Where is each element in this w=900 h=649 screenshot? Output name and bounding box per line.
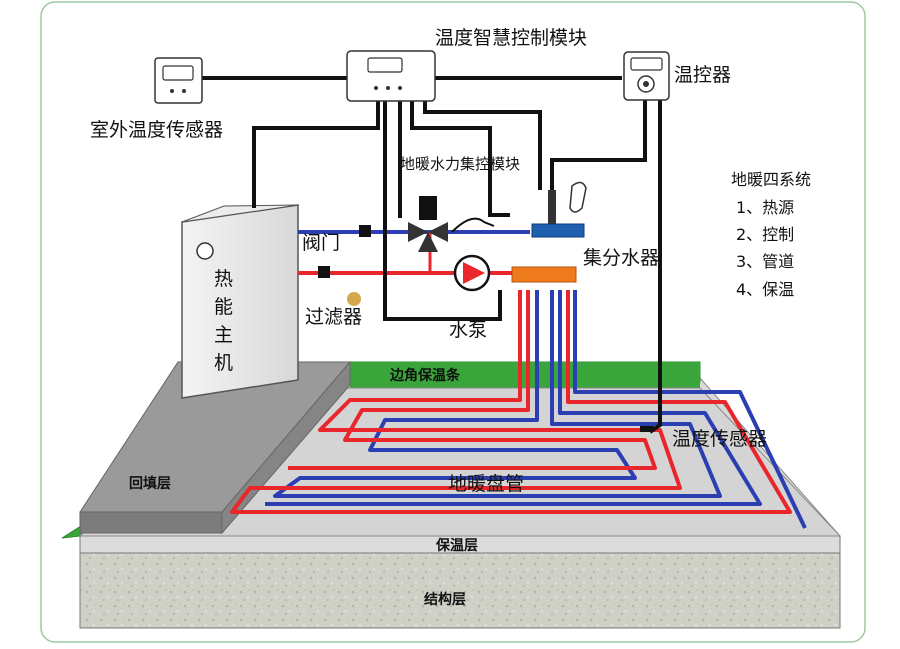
floor-heating-coils [230, 290, 807, 529]
wire-thermostat-manifold [550, 100, 647, 190]
legend-item-pipe: 3、管道 [736, 252, 794, 271]
manifold-return-bar [531, 223, 585, 238]
filter-label: 过滤器 [305, 306, 362, 328]
manifold-supply-bar [511, 266, 577, 283]
pump-label: 水泵 [449, 319, 487, 341]
heat-source-char-4: 机 [214, 352, 233, 374]
filter-dot [347, 292, 361, 306]
wire-manifold-sensor [423, 100, 542, 190]
heat-source-top [181, 204, 299, 223]
floor-pipe-label: 地暖盘管 [448, 473, 524, 495]
return-pipe-outer [265, 290, 762, 506]
filter-marker [318, 266, 330, 278]
supply-pipe-inner [288, 290, 657, 470]
manifold-sensor [548, 190, 556, 224]
heat-source-char-1: 热 [214, 268, 233, 290]
smart-control-module-device [346, 50, 436, 102]
heat-source-char-3: 主 [214, 324, 233, 346]
outdoor-sensor-device [154, 57, 203, 104]
supply-pipe-loop [230, 290, 792, 514]
structure-layer-label: 结构层 [424, 591, 466, 608]
backfill-block-front [79, 511, 223, 534]
thermostat-label: 温控器 [674, 64, 731, 86]
backfill-layer-label: 回填层 [129, 475, 171, 492]
return-pipe-edge [573, 290, 807, 529]
thermostat-device [623, 51, 670, 101]
outdoor-sensor-label: 室外温度传感器 [90, 119, 223, 141]
legend-item-control: 2、控制 [736, 225, 794, 244]
wire-heat-source [252, 100, 380, 208]
floor-sensor-label: 温度传感器 [672, 428, 767, 450]
structure-layer [79, 552, 841, 629]
heat-source-unit [181, 204, 299, 399]
manifold-label: 集分水器 [583, 247, 659, 269]
three-way-valve [408, 196, 448, 252]
heat-source-label: 热 能 主 机 [214, 268, 233, 374]
heat-source-char-2: 能 [214, 296, 233, 318]
legend-title: 地暖四系统 [731, 170, 811, 189]
water-pump [453, 254, 491, 292]
heat-source-gauge [196, 242, 214, 260]
return-pipe-loop [273, 290, 722, 498]
insulation-layer-label: 保温层 [435, 537, 478, 554]
valve-marker [359, 225, 371, 237]
wire-valve-curl [451, 217, 495, 233]
wire-hydraulic [410, 100, 510, 217]
legend-item-heat-source: 1、热源 [736, 198, 794, 217]
legend-item-insulation: 4、保温 [736, 280, 794, 299]
valve-label: 阀门 [302, 232, 340, 254]
system-legend: 地暖四系统 1、热源 2、控制 3、管道 4、保温 [731, 170, 811, 299]
wire-pump [383, 100, 502, 321]
edge-insulation-label: 边角保温条 [389, 367, 461, 384]
manifold-actuator-icon [569, 181, 587, 213]
backfill-block-side [221, 360, 351, 535]
edge-insulation-back [350, 362, 700, 388]
smart-module-label: 温度智慧控制模块 [435, 27, 587, 49]
hydraulic-module-label: 地暖水力集控模块 [400, 155, 520, 173]
frame-border [40, 1, 866, 643]
floor-sensor-probe [640, 426, 654, 432]
